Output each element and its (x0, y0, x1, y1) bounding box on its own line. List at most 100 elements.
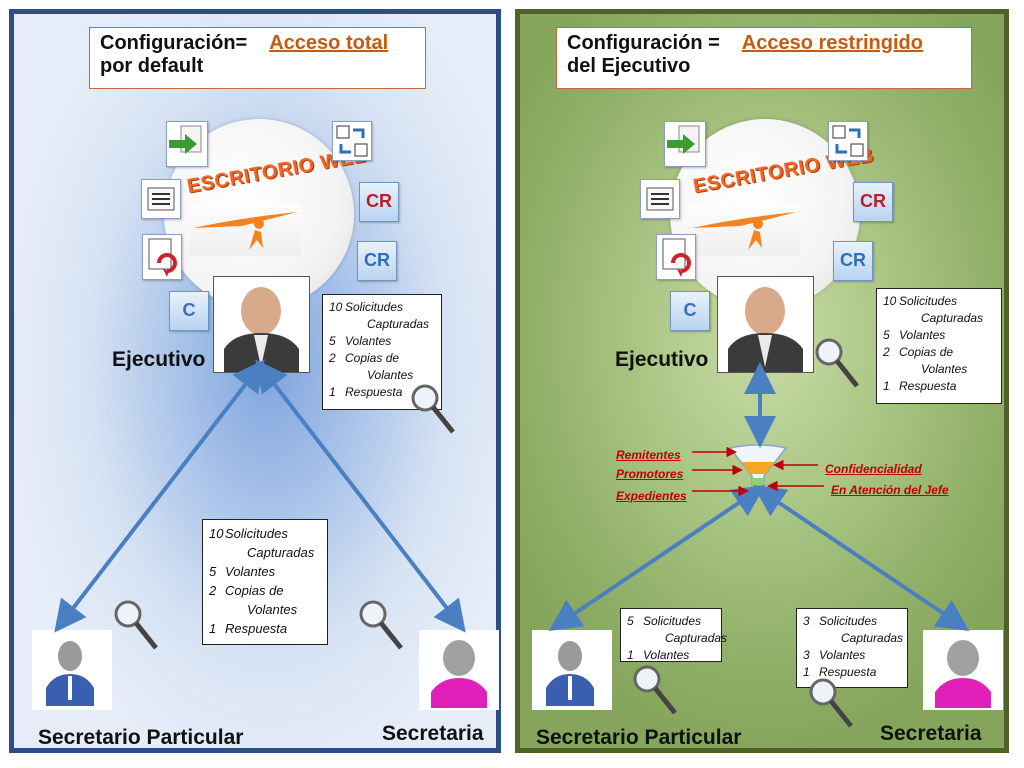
executive-label: Ejecutivo (615, 348, 709, 371)
stat-text: Volantes (367, 368, 414, 382)
stat-text: Solicitudes (225, 526, 288, 541)
stat-text: Capturadas (921, 311, 984, 325)
c-icon[interactable]: C (169, 291, 209, 331)
stat-count: 1 (803, 665, 810, 679)
refresh-document-icon[interactable] (142, 234, 182, 280)
stat-count (883, 310, 899, 327)
stat-line: 1 Respuesta (803, 664, 901, 681)
stat-line: Capturadas (627, 630, 727, 647)
list-document-icon[interactable] (640, 179, 680, 219)
stat-line: 1 Respuesta (329, 384, 435, 401)
secretaria-avatar (419, 630, 499, 710)
stat-text: Copias de (225, 583, 284, 598)
stat-count (883, 361, 899, 378)
stat-text: Respuesta (819, 665, 877, 679)
stat-count: 10 (883, 294, 897, 308)
swap-grid-icon[interactable] (332, 121, 372, 161)
list-document-icon[interactable] (141, 179, 181, 219)
stat-text: Solicitudes (643, 614, 702, 628)
filter-label-promotores: Promotores (616, 467, 684, 481)
stat-line: Capturadas (209, 543, 321, 562)
filter-funnel-icon (728, 444, 788, 500)
stat-text: Respuesta (225, 621, 288, 636)
config-label: Configuración= (100, 32, 248, 54)
stat-line: 5 Volantes (883, 327, 995, 344)
secretaria-label: Secretaria (880, 722, 982, 745)
stat-count: 2 (209, 583, 217, 598)
stat-text: Volantes (643, 648, 690, 662)
stat-text: Volantes (225, 564, 276, 579)
stat-text: Capturadas (247, 545, 315, 560)
stat-line: 2 Copias de (209, 581, 321, 600)
logo-icon (189, 204, 301, 256)
stat-text: Copias de (345, 351, 400, 365)
stat-line: Volantes (329, 367, 435, 384)
filter-label-confidencialidad: Confidencialidad (825, 462, 922, 476)
executive-label: Ejecutivo (112, 348, 206, 371)
refresh-document-icon[interactable] (656, 234, 696, 280)
stat-count: 1 (627, 648, 634, 662)
secretaria-avatar (923, 630, 1003, 710)
stat-count: 1 (883, 379, 890, 393)
cr-red-icon[interactable]: CR (853, 182, 893, 222)
config-line2: por default (100, 55, 204, 77)
stat-count: 5 (209, 564, 217, 579)
stat-line: Capturadas (803, 630, 904, 647)
swap-grid-icon[interactable] (828, 121, 868, 161)
secretario-label: Secretario Particular (536, 726, 742, 749)
stat-count: 5 (627, 614, 634, 628)
config-box: Configuración= Acceso total por default (89, 27, 426, 89)
stat-count: 3 (803, 648, 810, 662)
executive-avatar (717, 276, 814, 373)
stat-line: Capturadas (329, 316, 435, 333)
stat-line: Volantes (883, 361, 995, 378)
stat-count: 2 (329, 351, 336, 365)
filter-label-expedientes: Expedientes (616, 489, 687, 503)
secretaria-label: Secretaria (382, 722, 484, 745)
stat-line: 2 Copias de (329, 350, 435, 367)
stat-line: 1 Volantes (627, 647, 715, 664)
cr-blue-icon[interactable]: CR (357, 241, 397, 281)
stat-count (329, 316, 345, 333)
executive-avatar (213, 276, 310, 373)
stat-count (209, 600, 225, 619)
stat-count: 3 (803, 614, 810, 628)
stat-text: Capturadas (841, 631, 904, 645)
cr-blue-icon[interactable]: CR (833, 241, 873, 281)
stat-count (803, 630, 819, 647)
stat-text: Volantes (345, 334, 392, 348)
config-box: Configuración = Acceso restringido del E… (556, 27, 972, 89)
c-icon[interactable]: C (670, 291, 710, 331)
stat-line: 5 Volantes (329, 333, 435, 350)
secretario-avatar (532, 630, 612, 710)
stat-count (329, 367, 345, 384)
right-panel-restricted-access: Configuración = Acceso restringido del E… (515, 9, 1009, 753)
stat-line: Volantes (209, 600, 321, 619)
filter-label-remitentes: Remitentes (616, 448, 681, 462)
stat-text: Respuesta (345, 385, 403, 399)
config-value: Acceso restringido (741, 32, 923, 54)
stat-text: Solicitudes (345, 300, 404, 314)
stat-count: 5 (883, 328, 890, 342)
stat-line: 5 Solicitudes (627, 613, 715, 630)
stat-count: 1 (329, 385, 336, 399)
export-document-icon[interactable] (166, 121, 208, 167)
stat-text: Volantes (899, 328, 946, 342)
config-line2: del Ejecutivo (567, 55, 691, 77)
stat-count: 5 (329, 334, 336, 348)
stat-text: Solicitudes (819, 614, 878, 628)
export-document-icon[interactable] (664, 121, 706, 167)
cr-red-icon[interactable]: CR (359, 182, 399, 222)
stat-count: 10 (209, 526, 224, 541)
stat-text: Capturadas (665, 631, 728, 645)
filter-label-atencion-jefe: En Atención del Jefe (831, 483, 949, 497)
